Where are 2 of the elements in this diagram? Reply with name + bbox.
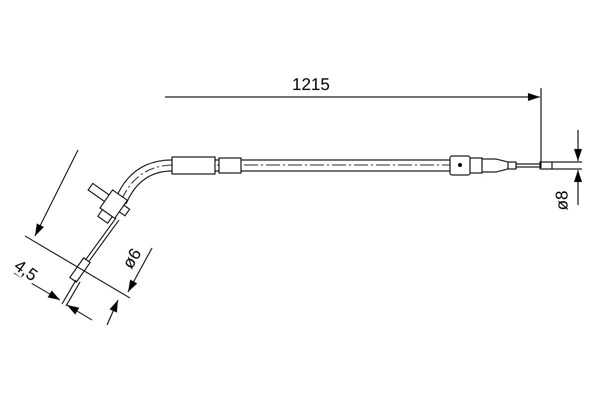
diameter-value: ø8: [553, 190, 570, 210]
dimension-value: 1215: [292, 76, 330, 93]
